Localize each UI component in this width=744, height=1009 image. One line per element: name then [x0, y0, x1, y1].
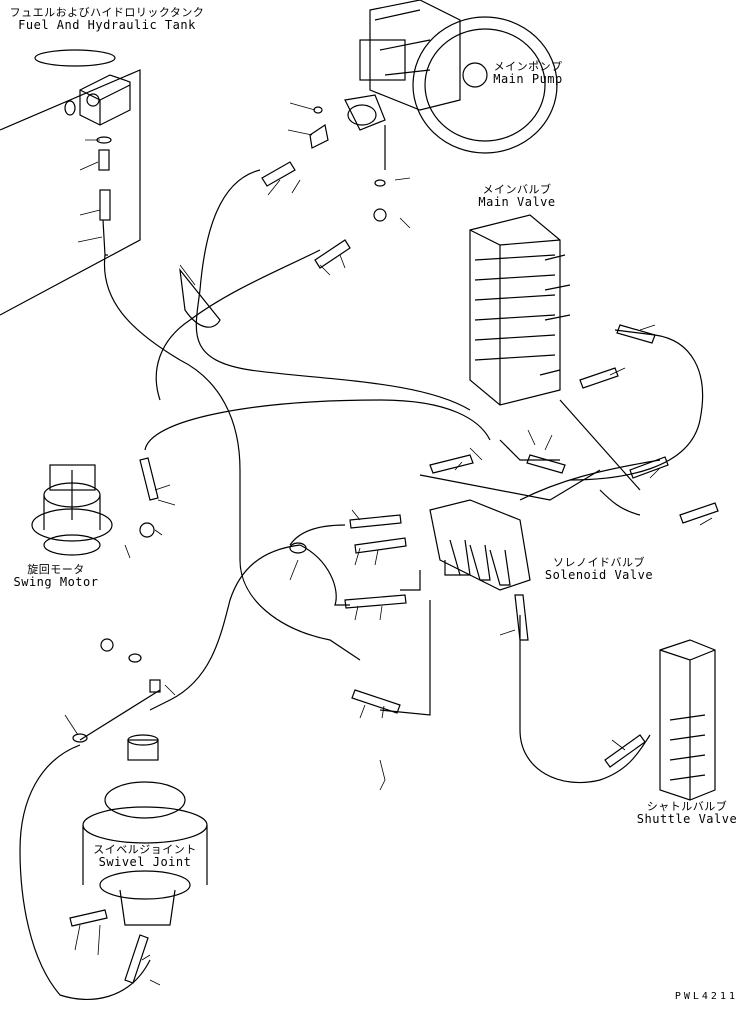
solenoid-valve-label-jp: ソレノイドバルブ	[553, 556, 645, 569]
swing-motor	[31, 464, 113, 556]
main-pump-label-jp: メインポンプ	[493, 60, 563, 73]
main-valve-label-en: Main Valve	[478, 195, 556, 209]
solenoid-valve	[429, 499, 531, 591]
fuel-tank	[0, 49, 141, 316]
swivel-joint-label: スイベルジョイント Swivel Joint	[85, 843, 205, 869]
main-valve	[469, 214, 571, 406]
fittings	[69, 106, 719, 984]
shuttle-valve-label-en: Shuttle Valve	[636, 812, 738, 826]
main-valve-label-jp: メインバルブ	[482, 183, 552, 196]
fuel-tank-label-jp: フュエルおよびハイドロリックタンク	[9, 6, 205, 19]
swing-motor-label-jp: 旋回モータ	[27, 563, 85, 576]
leader-lines	[64, 102, 713, 986]
drawing-code: PWL4211	[674, 991, 738, 1002]
shuttle-valve	[659, 639, 716, 801]
main-pump-label-en: Main Pump	[493, 72, 563, 86]
swivel-joint-label-jp: スイベルジョイント	[93, 843, 197, 856]
fuel-tank-label: フュエルおよびハイドロリックタンク Fuel And Hydraulic Tan…	[2, 6, 212, 32]
swing-motor-label: 旋回モータ Swing Motor	[6, 563, 106, 589]
hoses	[19, 169, 704, 1001]
swivel-joint	[82, 734, 208, 926]
fuel-tank-label-en: Fuel And Hydraulic Tank	[18, 18, 196, 32]
shuttle-valve-label-jp: シャトルバルブ	[646, 800, 728, 813]
main-pump	[344, 0, 558, 170]
swivel-joint-label-en: Swivel Joint	[98, 855, 192, 869]
solenoid-valve-label-en: Solenoid Valve	[544, 568, 654, 582]
solenoid-valve-label: ソレノイドバルブ Solenoid Valve	[534, 556, 664, 582]
main-valve-label: メインバルブ Main Valve	[472, 183, 562, 209]
shuttle-valve-label: シャトルバルブ Shuttle Valve	[632, 800, 742, 826]
main-pump-label: メインポンプ Main Pump	[478, 60, 578, 86]
swing-motor-label-en: Swing Motor	[13, 575, 99, 589]
